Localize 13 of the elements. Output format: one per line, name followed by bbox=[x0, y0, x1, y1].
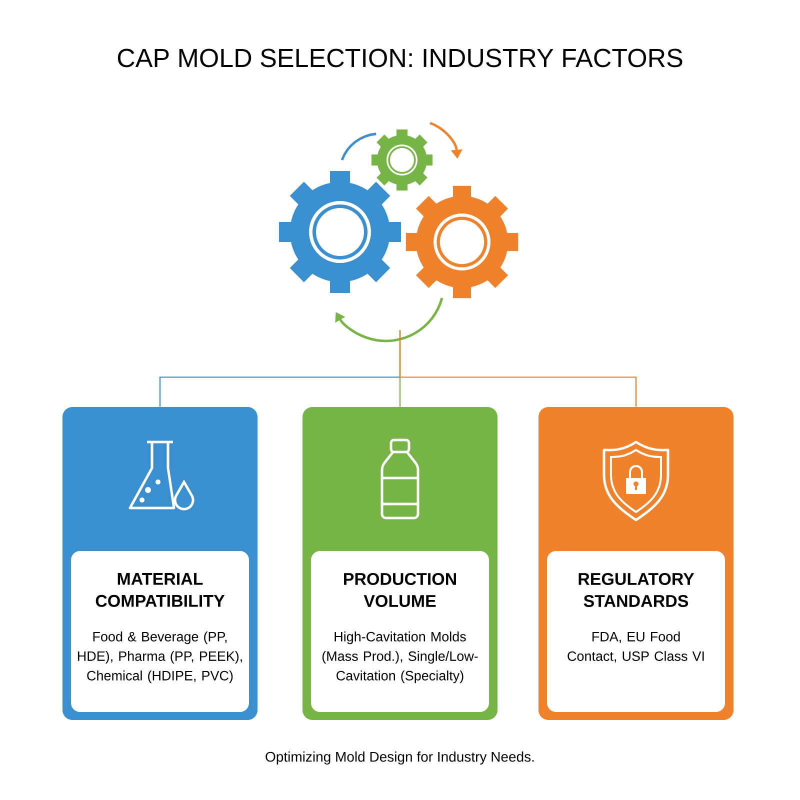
title: CAP MOLD SELECTION: INDUSTRY FACTORS bbox=[118, 48, 682, 68]
gears-drawing bbox=[279, 122, 518, 342]
card-heading: REGULATORY STANDARDS bbox=[578, 572, 694, 608]
card-body: Food & Beverage (PP, HDE), Pharma (PP, PEEK), Chemical (HDIPE, PVC) bbox=[78, 632, 242, 684]
caption: Optimizing Mold Design for Industry Needs. bbox=[266, 751, 534, 765]
card-body: FDA, EU Food Contact, USP Class VI bbox=[568, 632, 704, 663]
card-body: High-Cavitation Molds (Mass Prod.), Single/Low-Cavitation (Specialty) bbox=[322, 632, 478, 684]
connector-line bbox=[399, 330, 637, 407]
card-heading: MATERIAL COMPATIBILITY bbox=[96, 573, 225, 607]
card bbox=[302, 407, 498, 720]
card bbox=[62, 407, 258, 720]
card-heading: PRODUCTION VOLUME bbox=[344, 572, 456, 608]
card bbox=[538, 407, 734, 720]
